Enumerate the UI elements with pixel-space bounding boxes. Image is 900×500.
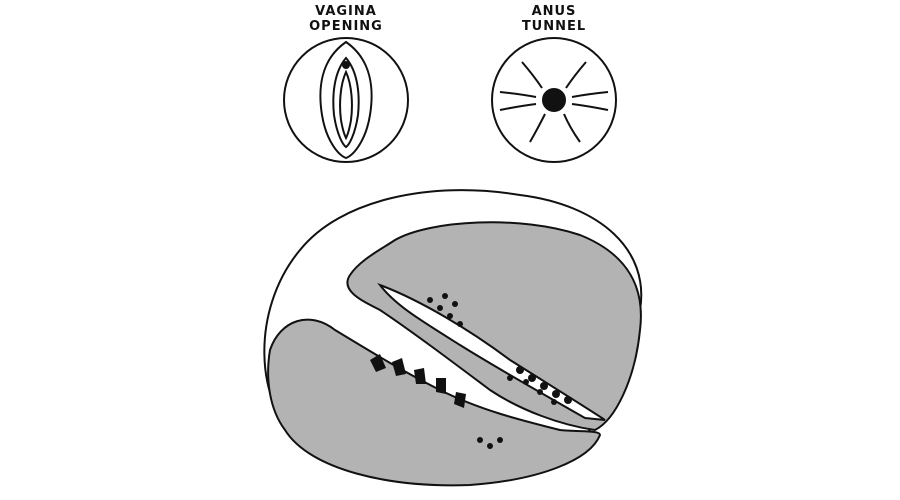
- label-line: ANUS: [531, 4, 577, 19]
- label-line: TUNNEL: [521, 19, 587, 34]
- texture-stripes: [370, 354, 466, 408]
- cross-section: [263, 189, 643, 487]
- anus-tunnel-label: ANUS TUNNEL: [474, 4, 634, 34]
- label-line: OPENING: [309, 19, 383, 34]
- upper-half: [346, 221, 642, 432]
- anus-tunnel-icon: [491, 37, 617, 163]
- label-line: VAGINA: [315, 4, 377, 19]
- texture-dots: [427, 293, 572, 449]
- vagina-opening-icon: [283, 37, 409, 163]
- vagina-opening-label: VAGINA OPENING: [266, 4, 426, 34]
- lower-half: [267, 318, 602, 487]
- canal-upper: [377, 282, 606, 421]
